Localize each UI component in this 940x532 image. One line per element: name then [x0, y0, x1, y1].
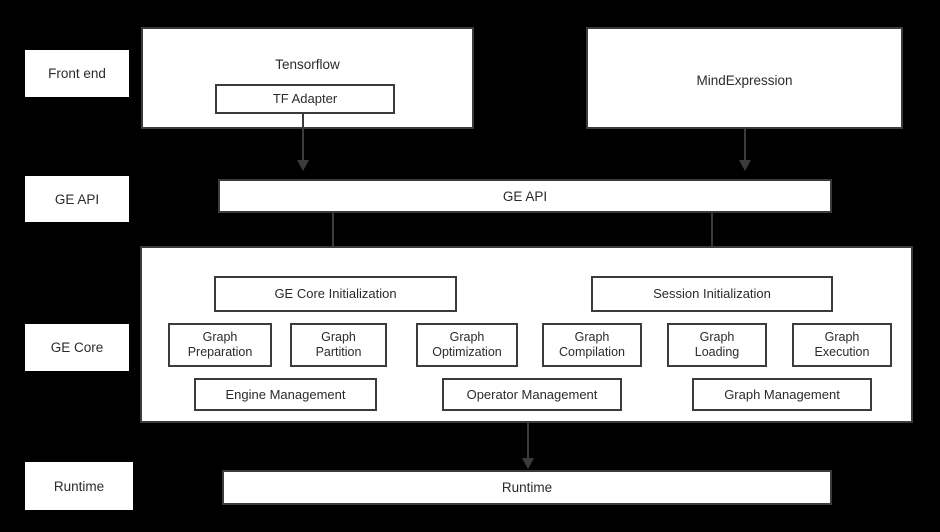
runtime-bar[interactable]: Runtime [222, 470, 832, 505]
ge-core-initialization-box[interactable]: GE Core Initialization [214, 276, 457, 312]
stage-label-runtime-text: Runtime [53, 478, 105, 494]
connector-tf-adapter-to-ge-api [302, 112, 304, 162]
stage-label-ge-api-text: GE API [54, 191, 100, 207]
management-engine[interactable]: Engine Management [194, 378, 377, 411]
arrowhead-mindexpression-to-ge-api [739, 160, 751, 171]
stage-label-runtime: Runtime [25, 462, 133, 510]
module-graph-partition[interactable]: Graph Partition [290, 323, 387, 367]
tensorflow-title: Tensorflow [275, 57, 340, 72]
mindexpression-title: MindExpression [696, 73, 793, 88]
stage-label-ge-api: GE API [25, 176, 129, 222]
management-graph[interactable]: Graph Management [692, 378, 872, 411]
stage-label-front-end-text: Front end [48, 66, 106, 81]
arrowhead-ge-core-to-runtime [522, 458, 534, 469]
tf-adapter-box[interactable]: TF Adapter [215, 84, 395, 114]
stage-label-front-end: Front end [25, 50, 129, 97]
connector-ge-core-to-runtime [527, 423, 529, 460]
connector-ge-api-to-session-init [711, 213, 713, 261]
stage-label-ge-core: GE Core [25, 324, 129, 371]
module-graph-preparation[interactable]: Graph Preparation [168, 323, 272, 367]
module-graph-loading[interactable]: Graph Loading [667, 323, 767, 367]
module-graph-compilation[interactable]: Graph Compilation [542, 323, 642, 367]
connector-mindexpression-to-ge-api [744, 129, 746, 162]
tensorflow-container: Tensorflow TF Adapter [141, 27, 474, 129]
session-initialization-box[interactable]: Session Initialization [591, 276, 833, 312]
ge-core-container: GE Core Initialization Session Initializ… [140, 246, 913, 423]
module-graph-optimization[interactable]: Graph Optimization [416, 323, 518, 367]
arrowhead-tf-adapter-to-ge-api [297, 160, 309, 171]
management-operator[interactable]: Operator Management [442, 378, 622, 411]
connector-ge-api-to-ge-core-init [332, 213, 334, 261]
ge-api-bar[interactable]: GE API [218, 179, 832, 213]
mindexpression-container: MindExpression [586, 27, 903, 129]
module-graph-execution[interactable]: Graph Execution [792, 323, 892, 367]
stage-label-ge-core-text: GE Core [50, 340, 104, 355]
